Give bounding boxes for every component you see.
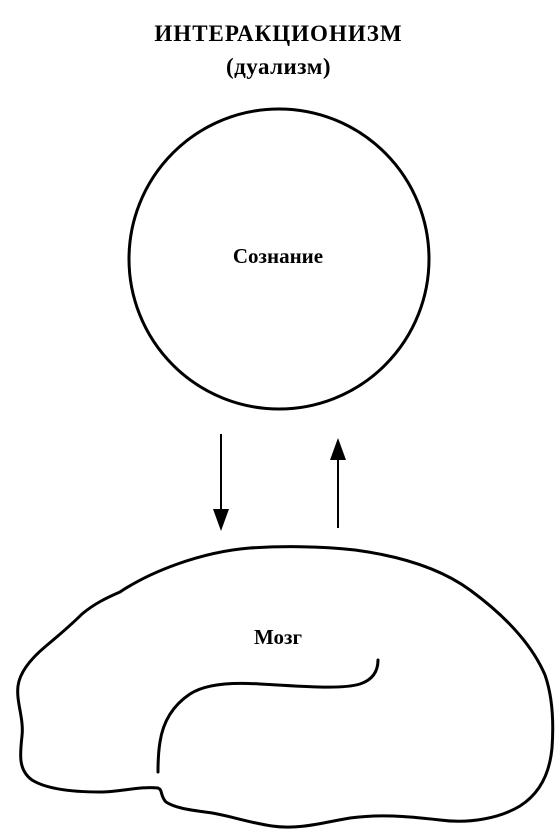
diagram-subtitle: (дуализм) [225,54,332,79]
mind-label: Сознание [232,244,324,268]
arrow-up [330,438,346,528]
diagram-title: ИНТЕРАКЦИОНИЗМ [154,21,403,46]
arrow-down [213,434,229,531]
brain-label: Мозг [253,625,303,649]
brain-fissure [156,658,380,774]
brain-outline [16,545,555,829]
mind-circle [127,107,431,411]
